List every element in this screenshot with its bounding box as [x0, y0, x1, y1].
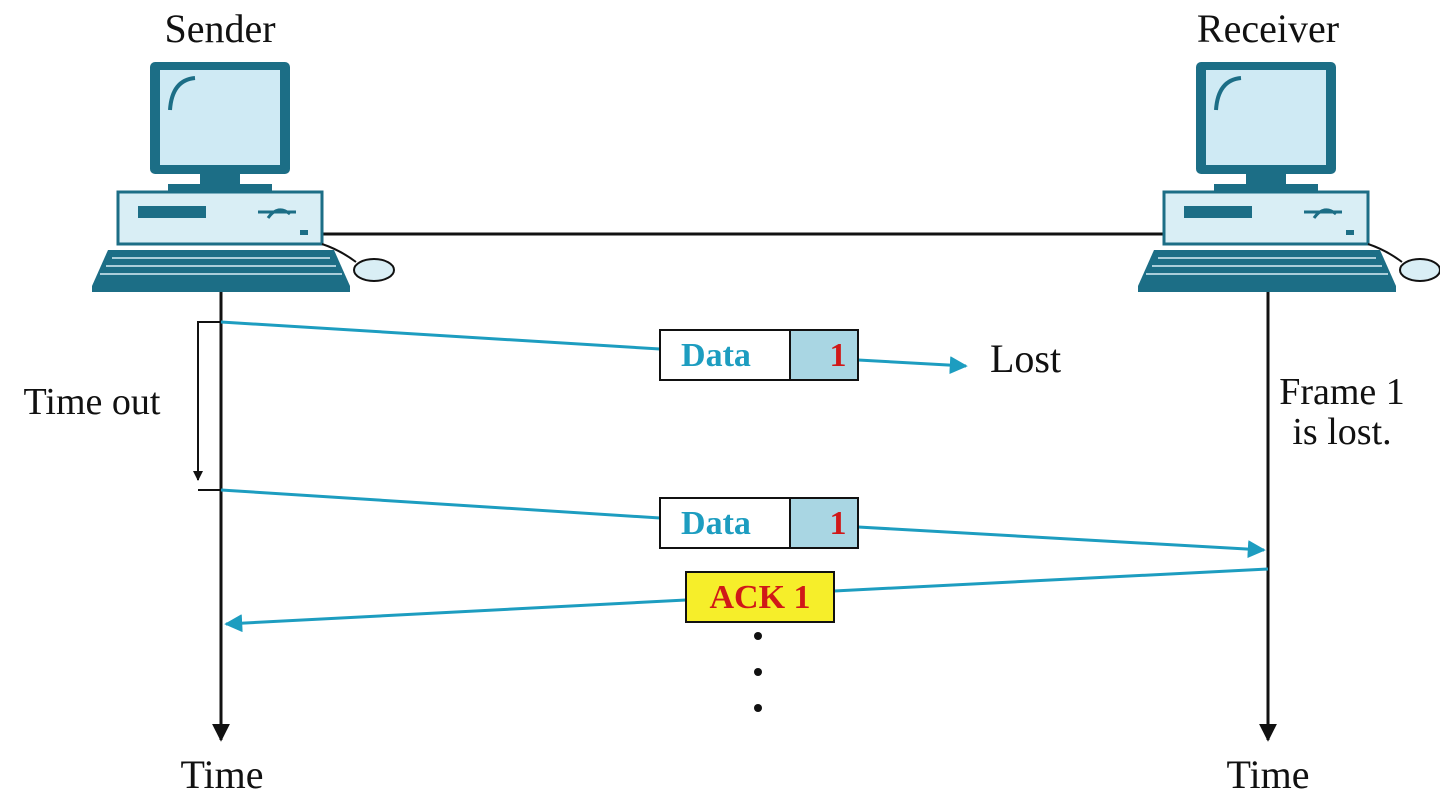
sender-label: Sender: [164, 6, 275, 51]
ack-1-label: ACK 1: [709, 579, 810, 616]
frame-1-retransmit-packet: Data 1: [659, 497, 859, 549]
frame-1-retransmit-path: [220, 488, 661, 520]
frame-1-lost-arrow: [857, 356, 968, 375]
receiver-note-line-1: Frame 1: [1279, 371, 1405, 413]
frame-1-type: Data: [681, 337, 751, 374]
frame-2-type: Data: [681, 505, 751, 542]
frame-2-seq: 1: [830, 505, 847, 542]
timeout-label: Time out: [24, 381, 161, 423]
frame-1-retransmit-arrow: [857, 525, 1266, 559]
sender-computer-icon: [92, 62, 395, 292]
lost-label: Lost: [990, 336, 1061, 381]
frame-1-seq: 1: [830, 337, 847, 374]
sender-time-label: Time: [180, 752, 263, 797]
ack-1-path-right: [833, 567, 1269, 593]
timeout-bracket: [193, 321, 221, 481]
receiver-note-line-2: is lost.: [1292, 411, 1391, 453]
continuation-ellipsis: [754, 632, 762, 712]
frame-1-packet: Data 1: [659, 329, 859, 381]
ack-1-arrow: [224, 598, 687, 633]
ack-1-packet: ACK 1: [685, 571, 835, 623]
receiver-time-label: Time: [1226, 752, 1309, 797]
receiver-label: Receiver: [1197, 6, 1339, 51]
frame-1-path: [220, 320, 661, 351]
receiver-computer-icon: [1138, 62, 1440, 292]
